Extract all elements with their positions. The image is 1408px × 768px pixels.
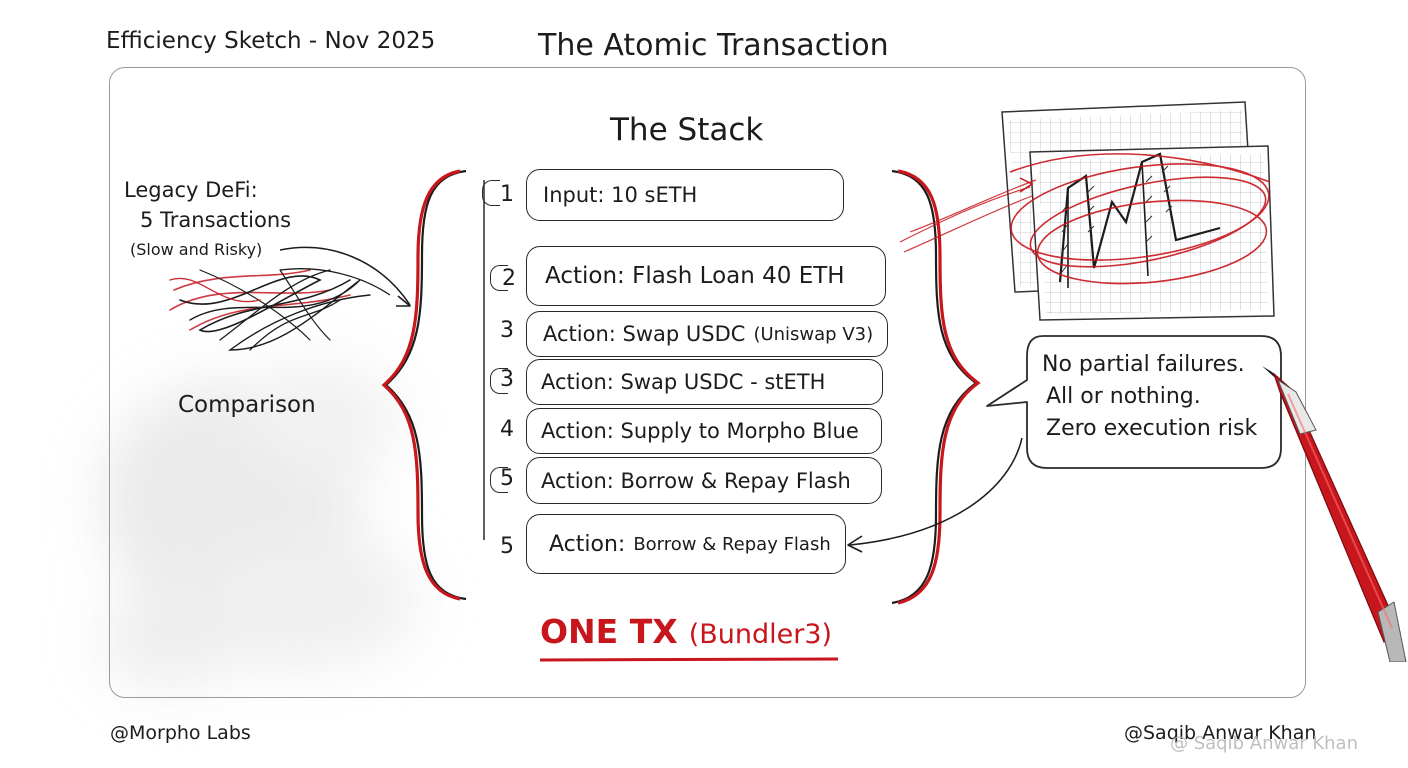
stack-connector xyxy=(483,180,485,540)
step-borrow-repay: Action: Borrow & Repay Flash xyxy=(526,457,882,504)
page-title: The Atomic Transaction xyxy=(538,28,889,63)
legacy-count: 5 Transactions xyxy=(140,208,292,232)
step-supply-morpho: Action: Supply to Morpho Blue xyxy=(526,408,882,454)
legacy-note: (Slow and Risky) xyxy=(130,240,263,259)
footer-left-credit: @Morpho Labs xyxy=(110,722,251,744)
step-number-bracket xyxy=(490,368,508,394)
one-tx-label: ONE TX (Bundler3) xyxy=(540,612,832,651)
step-number: 3 xyxy=(500,367,514,392)
step-label-suffix: (Uniswap V3) xyxy=(753,323,874,345)
diagram-frame xyxy=(109,67,1306,698)
red-pen-illustration xyxy=(1262,366,1407,662)
footer-right-credit: @Saqib Anwar Khan xyxy=(1124,722,1317,744)
step-borrow-repay-final: Action: Borrow & Repay Flash xyxy=(526,514,846,574)
bubble-arrow xyxy=(847,437,1023,553)
step-number: 1 xyxy=(500,182,514,207)
sketch-label: Efficiency Sketch - Nov 2025 xyxy=(106,28,436,54)
left-brace xyxy=(381,169,467,601)
stack-title: The Stack xyxy=(610,112,764,148)
step-flash-loan: Action: Flash Loan 40 ETH xyxy=(526,246,886,306)
step-number: 2 xyxy=(502,266,516,291)
legacy-scribble xyxy=(169,269,371,351)
one-tx-underline xyxy=(539,657,839,662)
comparison-label: Comparison xyxy=(178,392,316,418)
step-number: 5 xyxy=(500,466,514,491)
speech-bubble xyxy=(986,335,1282,469)
step-label: Input: 10 sETH xyxy=(543,183,698,207)
step-label: Action: Flash Loan 40 ETH xyxy=(545,263,845,289)
chart-sketch-illustration xyxy=(899,101,1275,321)
legacy-arrow xyxy=(279,246,411,307)
step-number: 4 xyxy=(500,417,514,442)
step-input: Input: 10 sETH xyxy=(526,169,844,221)
step-number: 3 xyxy=(500,318,514,343)
step-label: Action: Swap USDC - stETH xyxy=(541,370,826,394)
step-label: Action: Borrow & Repay Flash xyxy=(541,468,851,493)
bubble-line-1: No partial failures. xyxy=(1042,352,1245,377)
step-number-bracket xyxy=(490,265,508,291)
step-swap-usdc-uniswap: Action: Swap USDC (Uniswap V3) xyxy=(526,311,888,357)
step-swap-usdc-steth: Action: Swap USDC - stETH xyxy=(526,359,883,405)
step-number-bracket xyxy=(490,467,508,493)
step-number-bracket xyxy=(482,180,500,206)
bubble-line-3: Zero execution risk xyxy=(1046,416,1258,441)
step-label: Action: Swap USDC xyxy=(543,322,746,346)
one-tx-main: ONE TX xyxy=(540,612,678,651)
step-label-suffix: Borrow & Repay Flash xyxy=(633,533,831,555)
step-label: Action: Supply to Morpho Blue xyxy=(541,419,859,443)
step-label: Action: xyxy=(549,531,626,557)
legacy-label: Legacy DeFi: xyxy=(124,178,258,202)
watermark: @ Saqib Anwar Khan xyxy=(1170,733,1358,754)
step-number: 5 xyxy=(500,534,514,559)
one-tx-paren: (Bundler3) xyxy=(688,619,833,650)
bubble-line-2: All or nothing. xyxy=(1046,384,1201,409)
